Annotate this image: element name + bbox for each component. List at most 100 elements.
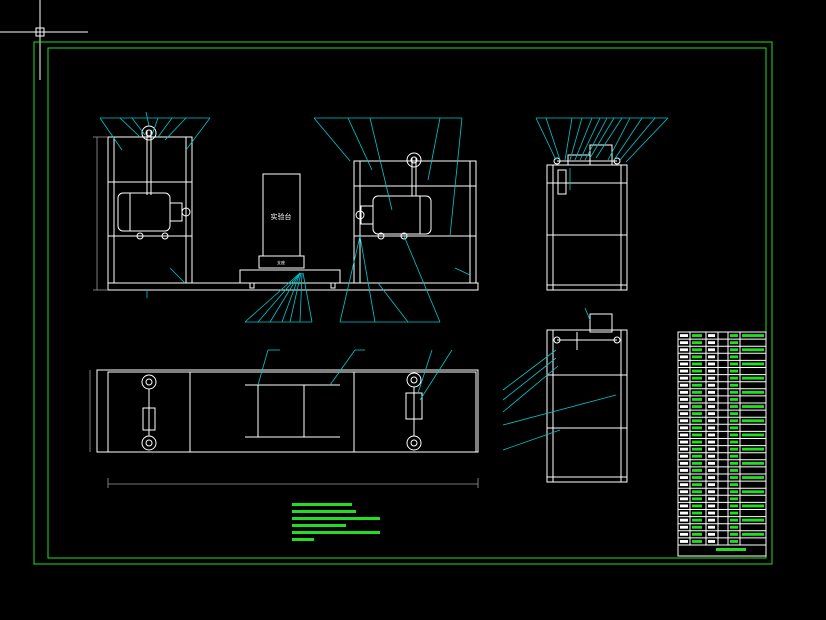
title-block-cell-text <box>730 504 738 508</box>
title-block-cell-text <box>742 419 764 423</box>
title-block-cell-text <box>708 504 715 508</box>
title-block-cell-text <box>708 461 715 465</box>
title-block-cell-text <box>708 376 715 380</box>
technical-notes <box>292 503 380 541</box>
title-block-cell-text <box>680 355 688 359</box>
title-block-cell-text <box>680 334 688 337</box>
title-block-cell-text <box>680 490 688 494</box>
title-block-cell-text <box>708 497 715 501</box>
inner-frame <box>47 47 767 559</box>
title-block-cell-text <box>742 504 764 508</box>
title-block-cell-text <box>708 525 715 529</box>
title-block-cell-text <box>692 447 702 451</box>
title-block-cell-text <box>692 348 702 352</box>
title-block-cell-text <box>708 412 715 416</box>
title-block-cell-text <box>742 490 764 494</box>
title-block-cell-text <box>708 433 715 437</box>
front-view-leaders <box>99 111 471 323</box>
title-block-cell-text <box>742 362 764 366</box>
title-block-cell-text <box>708 341 715 345</box>
title-block-cell-text <box>692 476 702 479</box>
title-block-cell-text <box>708 355 715 359</box>
title-block-cell-text <box>708 419 715 423</box>
side-view-lower <box>546 313 628 483</box>
title-block-cell-text <box>742 348 764 352</box>
title-block-cell-text <box>680 390 688 394</box>
title-block-cell-text <box>692 540 702 543</box>
title-block-cell-text <box>680 426 688 430</box>
title-block-cell-text <box>742 518 764 522</box>
title-block-cell-text <box>730 390 738 394</box>
title-block-cell-text <box>730 518 738 522</box>
center-box-label: 实验台 <box>271 212 292 221</box>
title-block-cell-text <box>692 454 702 458</box>
title-block-cell-text <box>730 369 738 373</box>
title-block-cell-text <box>692 469 702 472</box>
title-block-cell-text <box>692 433 702 437</box>
title-block-cell-text <box>680 405 688 408</box>
title-block-cell-text <box>742 405 764 408</box>
left-top-wheel <box>141 125 157 141</box>
title-block-cell-text <box>692 426 702 430</box>
title-block-cell-text <box>680 398 688 401</box>
title-block-cell-text <box>692 483 702 487</box>
right-top-wheel <box>406 152 422 168</box>
title-block-cell-text <box>680 504 688 508</box>
title-block-cell-text <box>692 383 702 387</box>
title-block-cell-text <box>680 440 688 444</box>
top-view-left-wheel-a <box>141 374 157 390</box>
title-block-cell-text <box>680 518 688 522</box>
title-block-cell-text <box>692 497 702 501</box>
title-block-cell-text <box>692 405 702 408</box>
title-block-cell-text <box>692 504 702 508</box>
title-block-cell-text <box>730 398 738 401</box>
title-block-cell-text <box>680 540 688 543</box>
title-block-cell-text <box>730 412 738 416</box>
title-block-cell-text <box>680 525 688 529</box>
title-block-cell-text <box>730 348 738 352</box>
title-block-cell-text <box>680 476 688 479</box>
title-block-cell-text <box>742 390 764 394</box>
title-block-cell-text <box>692 518 702 522</box>
title-block-cell-text <box>730 334 738 337</box>
title-block-cell-text <box>708 405 715 408</box>
outer-frame <box>33 41 773 565</box>
title-block-cell-text <box>680 376 688 380</box>
title-block-cell-text <box>692 412 702 416</box>
title-block-cell-text <box>708 490 715 494</box>
title-block-cell-text <box>730 490 738 494</box>
title-block-cell-text <box>730 511 738 515</box>
left-motor <box>117 192 171 232</box>
crosshair-cursor <box>0 0 88 80</box>
title-block-cell-text <box>692 398 702 401</box>
top-view-left-wheel-b <box>141 435 157 451</box>
title-block-cell-text <box>730 461 738 465</box>
title-block-cell-text <box>692 334 702 337</box>
title-block-cell-text <box>708 369 715 373</box>
title-block-cell-text <box>692 532 702 536</box>
title-block-cell-text <box>708 469 715 472</box>
title-block-cell-text <box>680 348 688 352</box>
title-block-cell-text <box>730 376 738 380</box>
title-block-cell-text <box>730 433 738 437</box>
title-block-cell-text <box>730 532 738 536</box>
title-block-cell-text <box>680 383 688 387</box>
title-block-cell-text <box>730 483 738 487</box>
title-block-cell-text <box>708 348 715 352</box>
title-block-cell-text <box>742 433 764 437</box>
title-block-cell-text <box>730 454 738 458</box>
title-block-cell-text <box>708 383 715 387</box>
side-view-leaders <box>535 117 669 163</box>
side-view <box>546 144 628 291</box>
title-block-cell-text <box>692 461 702 465</box>
title-block-cell-text <box>680 461 688 465</box>
title-block-cell-text <box>730 447 738 451</box>
title-block-cell-text <box>730 426 738 430</box>
title-block <box>677 331 767 557</box>
title-block-cell-text <box>692 362 702 366</box>
title-block-cell-text <box>680 419 688 423</box>
title-block-cell-text <box>730 497 738 501</box>
front-view: 实验台 支座 <box>93 125 479 291</box>
title-block-cell-text <box>730 540 738 543</box>
title-block-cell-text <box>680 454 688 458</box>
